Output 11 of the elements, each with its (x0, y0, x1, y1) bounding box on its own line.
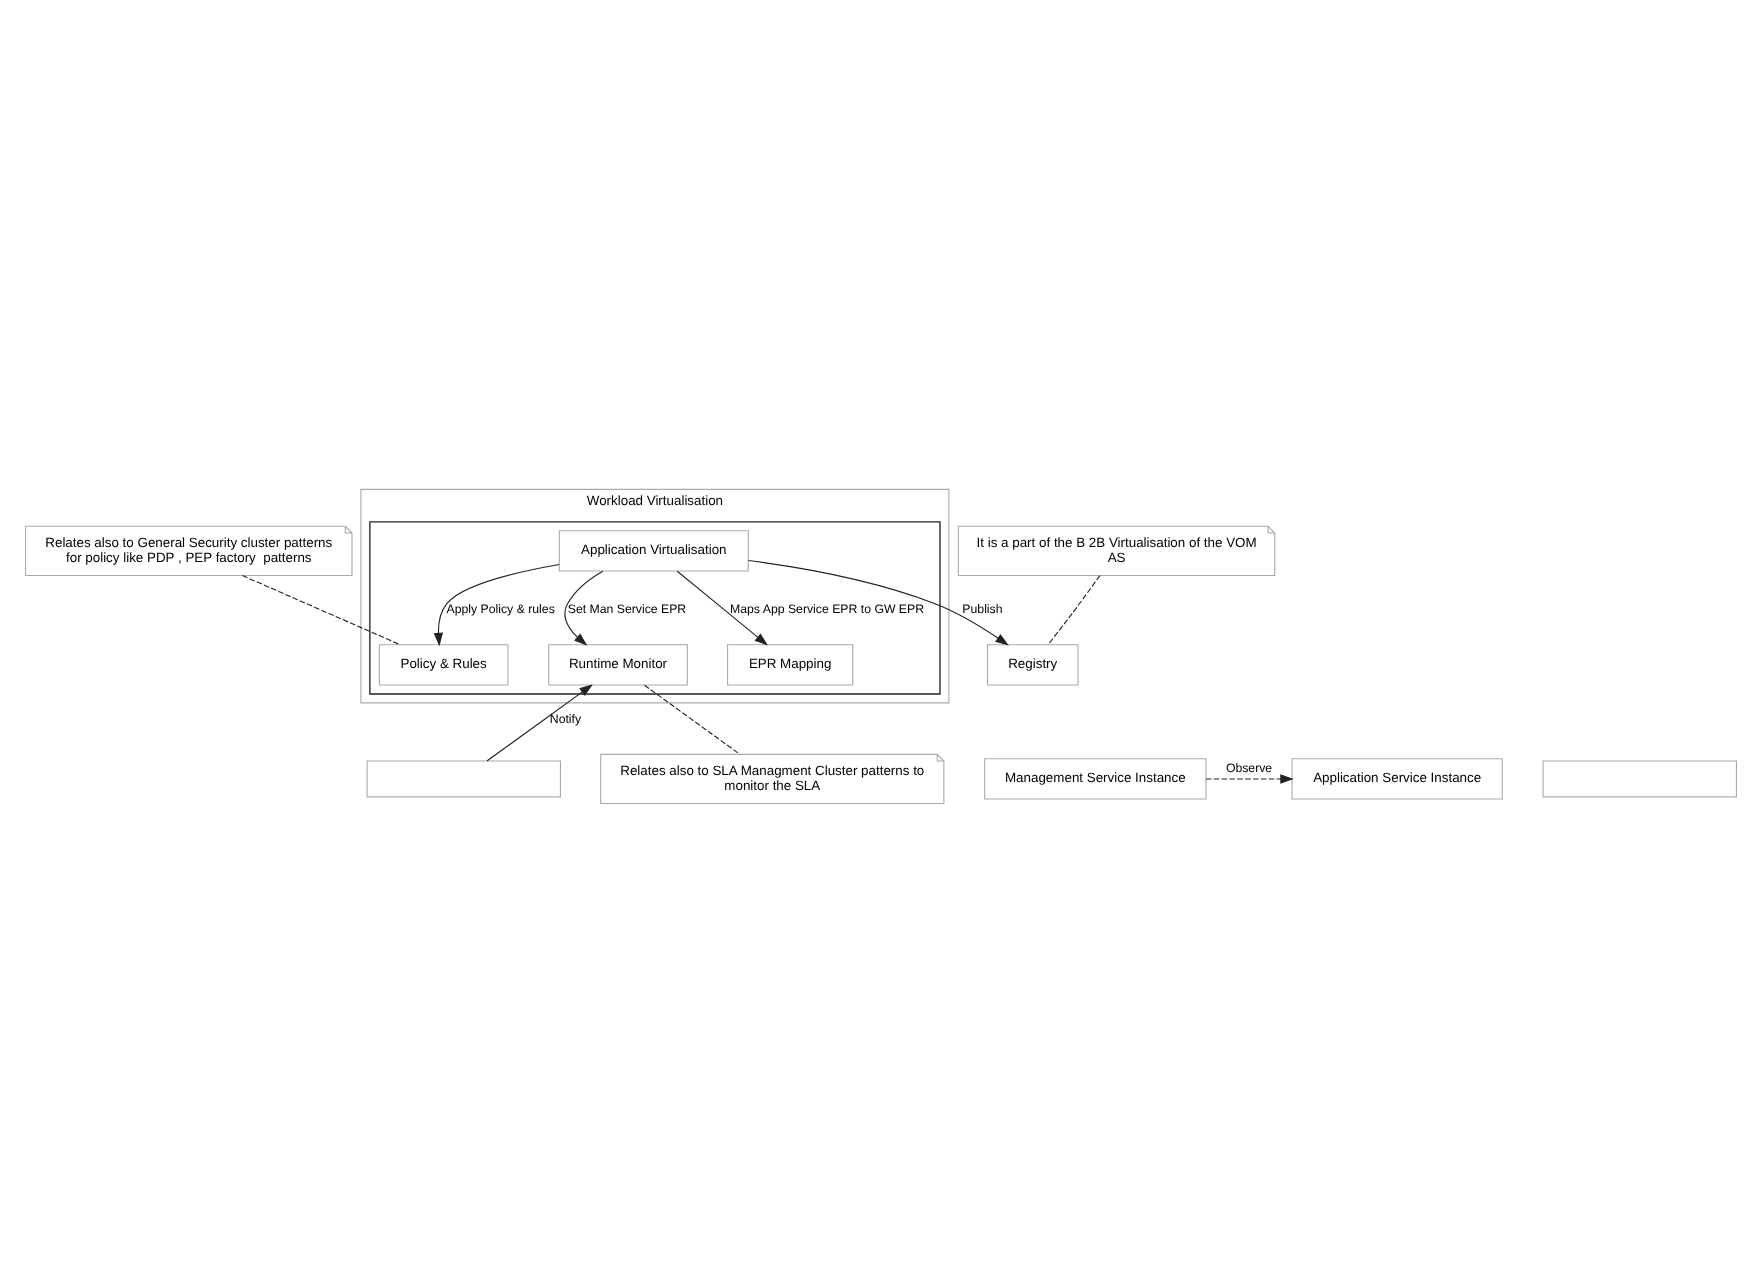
node-box (1541, 760, 1736, 798)
arrow (746, 560, 1008, 646)
connector (643, 684, 740, 755)
arrow (563, 570, 603, 646)
arrow (675, 570, 767, 646)
connector (240, 575, 400, 646)
arrow (485, 684, 592, 762)
arrow (432, 563, 559, 647)
connector (1046, 575, 1100, 646)
node-box (365, 760, 560, 798)
arrow (1204, 774, 1293, 784)
